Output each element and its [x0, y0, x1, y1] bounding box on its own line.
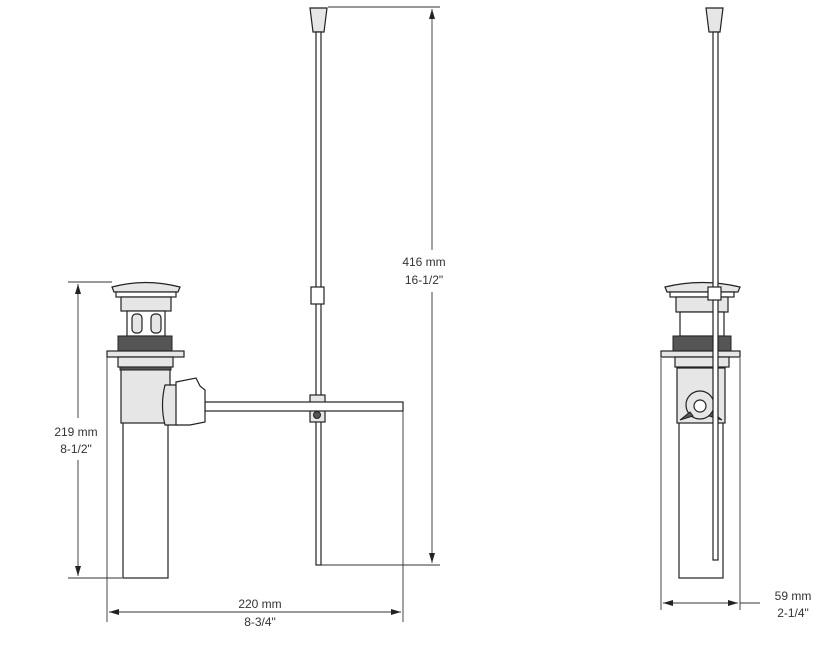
dimension-219: 219 mm 8-1/2"	[54, 281, 122, 579]
pivot-nut	[175, 377, 206, 426]
threads	[117, 335, 173, 352]
dimension-416: 416 mm 16-1/2"	[321, 6, 446, 566]
dimension-59: 59 mm 2-1/4"	[660, 358, 812, 620]
side-stopper-cap	[664, 281, 741, 293]
front-view	[106, 7, 404, 579]
dim-220-mm: 220 mm	[238, 597, 281, 611]
dim-416-in: 16-1/2"	[405, 273, 443, 287]
drain-body	[106, 281, 206, 579]
dim-59-mm: 59 mm	[775, 589, 812, 603]
clevis-screw	[313, 411, 321, 419]
dim-219-mm: 219 mm	[54, 425, 97, 439]
rod-clip	[310, 286, 325, 305]
side-view	[660, 7, 741, 579]
lift-rod-knob	[309, 7, 328, 33]
lift-rod	[309, 7, 328, 566]
flange	[106, 350, 185, 358]
dim-416-mm: 416 mm	[402, 255, 445, 269]
locknut	[117, 356, 174, 368]
side-lift-rod	[705, 7, 724, 561]
dim-219-in: 8-1/2"	[60, 442, 92, 456]
side-flange	[660, 350, 741, 358]
stopper-cap	[111, 281, 181, 293]
dim-59-in: 2-1/4"	[777, 606, 809, 620]
dim-220-in: 8-3/4"	[244, 615, 276, 629]
dimension-220: 220 mm 8-3/4"	[106, 357, 404, 629]
pivot-rod	[204, 401, 404, 412]
